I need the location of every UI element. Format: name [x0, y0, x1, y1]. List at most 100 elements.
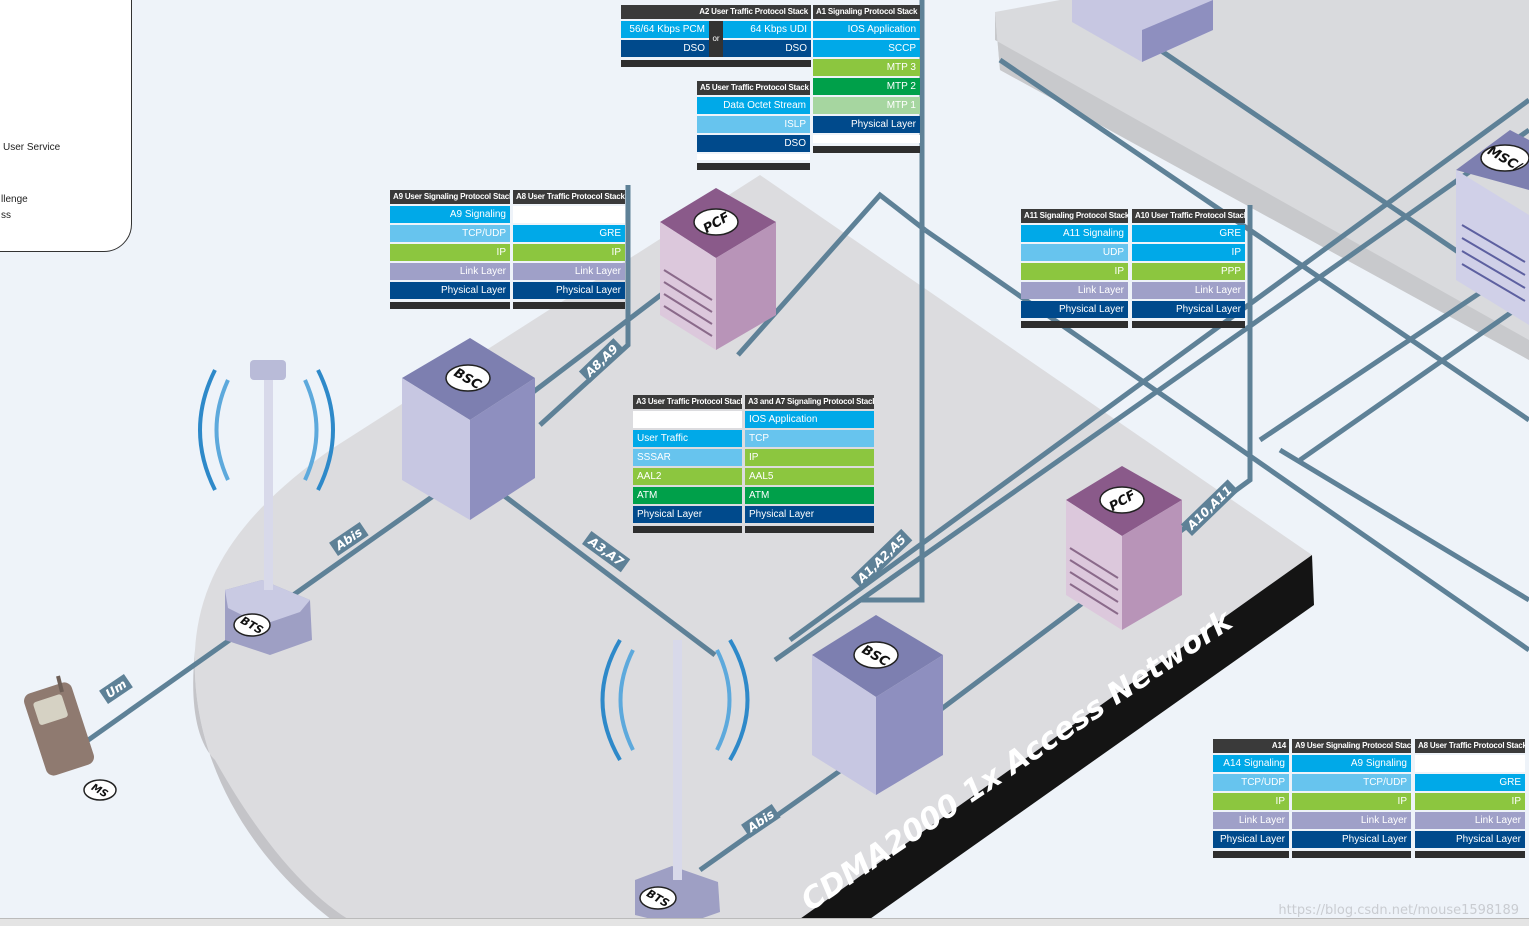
legend-text-ss: ss [1, 210, 11, 221]
a1-layer-mtp2: MTP 2 [813, 78, 920, 95]
a8b-layer-empty [1415, 755, 1525, 772]
a3-stack-header: A3 User Traffic Protocol Stack [633, 395, 742, 409]
a9-signaling-stack: A9 User Signaling Protocol Stack A9 Sign… [390, 190, 510, 309]
a1-signaling-stack: A1 Signaling Protocol Stack IOS Applicat… [813, 5, 920, 153]
a3a7-layer-aal5: AAL5 [745, 468, 874, 485]
a8-stack-header: A8 User Traffic Protocol Stack [513, 190, 625, 204]
a8-layer-link: Link Layer [513, 263, 625, 280]
a10-layer-physical: Physical Layer [1132, 301, 1245, 318]
bts-tower-bottom [600, 638, 750, 926]
a3-layer-physical: Physical Layer [633, 506, 742, 523]
a2-stack-header: A2 User Traffic Protocol Stack [621, 5, 811, 19]
a8b-traffic-stack: A8 User Traffic Protocol Stack GRE IP Li… [1415, 739, 1525, 858]
a2-layer-pcm: 56/64 Kbps PCM [621, 21, 709, 38]
legend-text-user-service: User Service [3, 142, 61, 153]
a5-layer-spacer [697, 154, 810, 160]
pcf-label-badge-top [693, 208, 739, 236]
a14-signaling-stack: A14 A14 Signaling TCP/UDP IP Link Layer … [1213, 739, 1289, 858]
legend-text-challenge: llenge [1, 194, 28, 205]
a14-layer-ip: IP [1213, 793, 1289, 810]
a9-stack-base [390, 302, 510, 309]
a8b-stack-base [1415, 851, 1525, 858]
a8b-layer-physical: Physical Layer [1415, 831, 1525, 848]
a10-layer-ip: IP [1132, 244, 1245, 261]
bsc-label-badge-left [445, 364, 491, 392]
a3-layer-sssar: SSSAR [633, 449, 742, 466]
a3-stack-base [633, 526, 742, 533]
a2-layer-udi: 64 Kbps UDI [723, 21, 811, 38]
mobile-phone [24, 675, 94, 776]
a8b-layer-gre: GRE [1415, 774, 1525, 791]
a9b-layer-link: Link Layer [1292, 812, 1411, 829]
a9b-stack-base [1292, 851, 1411, 858]
a3a7-stack-base [745, 526, 874, 533]
a9-layer-tcpudp: TCP/UDP [390, 225, 510, 242]
a10-layer-ppp: PPP [1132, 263, 1245, 280]
a14-stack-header: A14 [1213, 739, 1289, 753]
pcf-label-badge-right [1099, 486, 1145, 514]
a3a7-layer-ip: IP [745, 449, 874, 466]
a3-layer-aal2: AAL2 [633, 468, 742, 485]
a5-stack-header: A5 User Traffic Protocol Stack [697, 81, 810, 95]
a9-layer-signaling: A9 Signaling [390, 206, 510, 223]
a5-stack-base [697, 163, 810, 170]
a3a7-stack-header: A3 and A7 Signaling Protocol Stack [745, 395, 874, 409]
a5-layer-dso: DSO [697, 135, 810, 152]
a8-layer-empty [513, 206, 625, 223]
a8b-layer-link: Link Layer [1415, 812, 1525, 829]
pcf-server-right [1066, 466, 1182, 630]
core-network-platform-side [995, 12, 1529, 360]
a14-layer-tcpudp: TCP/UDP [1213, 774, 1289, 791]
a5-layer-islp: ISLP [697, 116, 810, 133]
a8-traffic-stack: A8 User Traffic Protocol Stack GRE IP Li… [513, 190, 625, 309]
a3-layer-user-traffic: User Traffic [633, 430, 742, 447]
a3a7-layer-physical: Physical Layer [745, 506, 874, 523]
a9b-layer-tcpudp: TCP/UDP [1292, 774, 1411, 791]
a1-layer-physical: Physical Layer [813, 116, 920, 133]
a1-layer-mtp1: MTP 1 [813, 97, 920, 114]
a11-layer-physical: Physical Layer [1021, 301, 1128, 318]
a11-layer-udp: UDP [1021, 244, 1128, 261]
a3a7-layer-ios: IOS Application [745, 411, 874, 428]
a10-stack-base [1132, 321, 1245, 328]
a3a7-signaling-stack: A3 and A7 Signaling Protocol Stack IOS A… [745, 395, 874, 533]
a11-signaling-stack: A11 Signaling Protocol Stack A11 Signali… [1021, 209, 1128, 328]
a11-layer-signaling: A11 Signaling [1021, 225, 1128, 242]
horizontal-scrollbar[interactable] [0, 918, 1529, 926]
a2-traffic-stack: A2 User Traffic Protocol Stack 56/64 Kbp… [621, 5, 811, 67]
a9b-layer-ip: IP [1292, 793, 1411, 810]
core-server-top [1072, 0, 1213, 62]
a9b-layer-physical: Physical Layer [1292, 831, 1411, 848]
a2-layer-dso-right: DSO [723, 40, 811, 57]
a11-layer-link: Link Layer [1021, 282, 1128, 299]
a8b-layer-ip: IP [1415, 793, 1525, 810]
a9-layer-ip: IP [390, 244, 510, 261]
a14-layer-link: Link Layer [1213, 812, 1289, 829]
a9-layer-link: Link Layer [390, 263, 510, 280]
a11-stack-base [1021, 321, 1128, 328]
a1-layer-ios: IOS Application [813, 21, 920, 38]
access-network-banner-band [790, 555, 1314, 926]
a9b-stack-header: A9 User Signaling Protocol Stack [1292, 739, 1411, 753]
a10-stack-header: A10 User Traffic Protocol Stack [1132, 209, 1245, 223]
access-network-platform-side [193, 650, 360, 926]
a5-layer-octet-stream: Data Octet Stream [697, 97, 810, 114]
ms-label-badge [83, 779, 117, 801]
a3-layer-atm: ATM [633, 487, 742, 504]
bsc-label-badge-bottom [853, 641, 899, 669]
a9b-layer-signaling: A9 Signaling [1292, 755, 1411, 772]
a3a7-layer-tcp: TCP [745, 430, 874, 447]
a10-layer-gre: GRE [1132, 225, 1245, 242]
a14-stack-base [1213, 851, 1289, 858]
a1-layer-spacer [813, 135, 920, 143]
a1-stack-header: A1 Signaling Protocol Stack [813, 5, 920, 19]
a9b-signaling-stack: A9 User Signaling Protocol Stack A9 Sign… [1292, 739, 1411, 858]
a1-layer-mtp3: MTP 3 [813, 59, 920, 76]
a10-traffic-stack: A10 User Traffic Protocol Stack GRE IP P… [1132, 209, 1245, 328]
watermark: https://blog.csdn.net/mouse1598189 [1278, 903, 1519, 918]
legend-box: User Service llenge ss [0, 0, 132, 252]
bts-label-badge-bottom [639, 886, 677, 910]
a3-layer-empty [633, 411, 742, 428]
a11-layer-ip: IP [1021, 263, 1128, 280]
